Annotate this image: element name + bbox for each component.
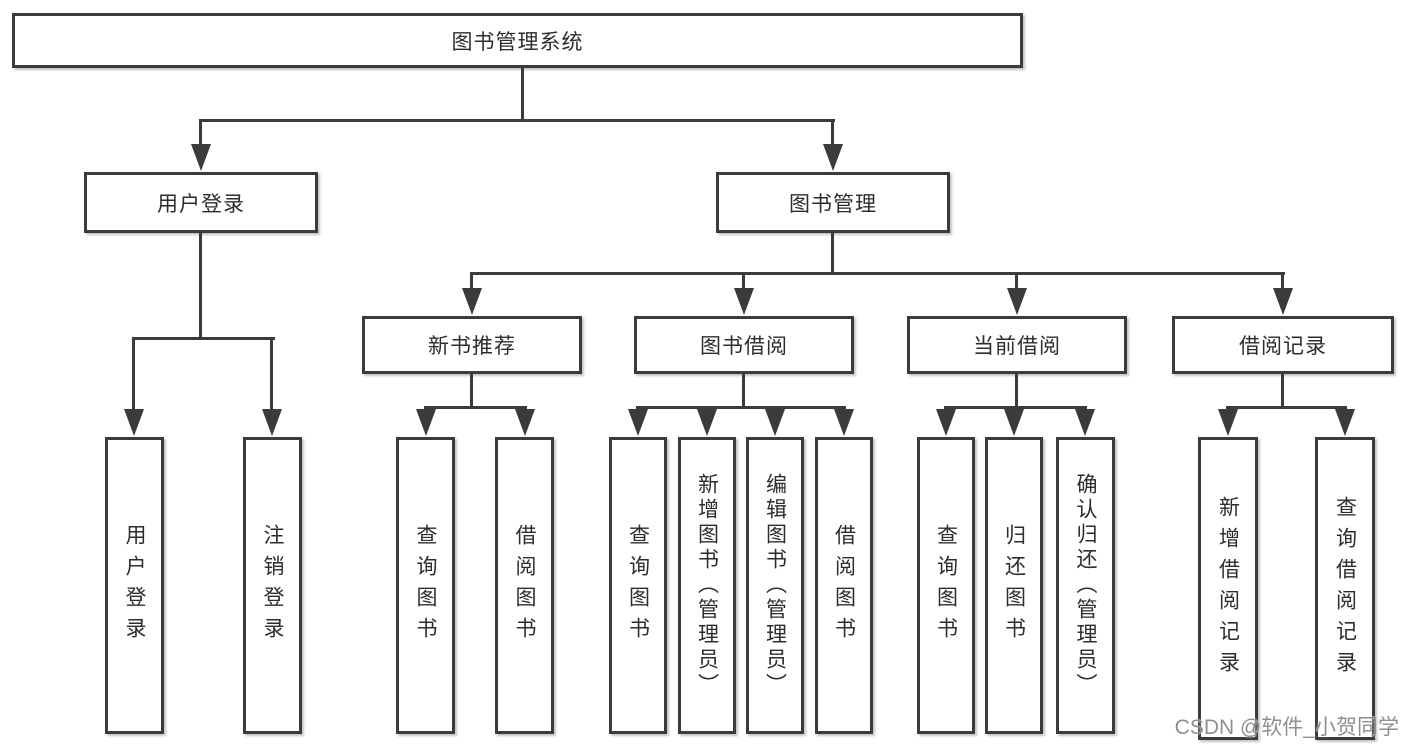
arrowhead-down-icon (462, 288, 482, 315)
arrowhead-down-icon (1004, 409, 1024, 436)
connector-vline (470, 374, 473, 407)
node-logout-leaf-label: 注销登录 (261, 523, 284, 648)
connector-vline (132, 337, 135, 412)
arrowhead-down-icon (936, 409, 956, 436)
connector-vline (1281, 272, 1284, 292)
node-login-leaf-label: 用户登录 (123, 523, 146, 648)
arrowhead-down-icon (416, 409, 436, 436)
node-current-confirm-return-label: 确认归还（管理员） (1074, 473, 1097, 698)
node-borrowing-add-books-box: 新增图书（管理员） (678, 437, 736, 734)
connector-hline (1226, 406, 1347, 409)
arrowhead-down-icon (823, 144, 843, 171)
node-book-management-label: 图书管理 (789, 192, 877, 216)
node-login-leaf-box: 用户登录 (105, 437, 164, 734)
arrowhead-down-icon (1007, 288, 1027, 315)
arrowhead-down-icon (834, 409, 854, 436)
connector-vline (742, 272, 745, 292)
node-borrowing-edit-books-box: 编辑图书（管理员） (746, 437, 804, 734)
node-borrowing-add-books-label: 新增图书（管理员） (695, 473, 719, 698)
node-current-return-books-box: 归还图书 (985, 437, 1043, 734)
arrowhead-down-icon (628, 409, 648, 436)
connector-vline (742, 374, 745, 407)
node-user-login-box: 用户登录 (84, 172, 318, 233)
connector-vline (1015, 374, 1018, 407)
arrowhead-down-icon (765, 409, 785, 436)
connector-vline (1281, 374, 1284, 407)
node-records-add-record-box: 新增借阅记录 (1198, 437, 1258, 740)
node-records-query-record-label: 查询借阅记录 (1333, 495, 1357, 682)
connector-hline (636, 406, 846, 409)
arrowhead-down-icon (515, 409, 535, 436)
node-recommend-borrow-books-label: 借阅图书 (513, 523, 536, 648)
node-new-book-recommend-box: 新书推荐 (362, 316, 582, 374)
arrowhead-down-icon (1335, 409, 1355, 436)
connector-vline (199, 119, 202, 150)
node-current-borrowing-label: 当前借阅 (973, 335, 1061, 358)
node-recommend-borrow-books-box: 借阅图书 (495, 437, 554, 734)
csdn-watermark: CSDN @软件_小贺同学 (1174, 716, 1399, 739)
connector-vline (270, 337, 273, 412)
node-recommend-query-books-label: 查询图书 (414, 523, 437, 648)
node-recommend-query-books-box: 查询图书 (396, 437, 455, 734)
node-borrowing-query-books-box: 查询图书 (609, 437, 667, 734)
node-current-borrowing-box: 当前借阅 (907, 316, 1127, 374)
node-borrowing-records-label: 借阅记录 (1239, 335, 1327, 358)
connector-vline (521, 68, 524, 121)
connector-hline (424, 406, 527, 409)
arrowhead-down-icon (1075, 409, 1095, 436)
node-borrowing-records-box: 借阅记录 (1172, 316, 1394, 374)
node-logout-leaf-box: 注销登录 (243, 437, 302, 734)
connector-vline (470, 272, 473, 292)
node-current-return-books-label: 归还图书 (1002, 523, 1026, 648)
node-new-book-recommend-label: 新书推荐 (428, 335, 516, 358)
node-current-query-books-box: 查询图书 (917, 437, 975, 734)
node-borrowing-query-books-label: 查询图书 (626, 523, 650, 648)
node-borrowing-borrow-books-box: 借阅图书 (815, 437, 873, 734)
node-records-add-record-label: 新增借阅记录 (1216, 495, 1240, 682)
node-records-query-record-box: 查询借阅记录 (1315, 437, 1375, 740)
connector-hline (944, 406, 1087, 409)
node-current-confirm-return-box: 确认归还（管理员） (1056, 437, 1115, 734)
arrowhead-down-icon (1273, 288, 1293, 315)
arrowhead-down-icon (697, 409, 717, 436)
node-book-borrowing-label: 图书借阅 (700, 335, 788, 358)
node-root-label: 图书管理系统 (451, 30, 584, 54)
connector-vline (199, 233, 202, 338)
node-root-box: 图书管理系统 (12, 13, 1023, 68)
node-borrowing-edit-books-label: 编辑图书（管理员） (763, 473, 787, 698)
connector-hline (199, 119, 835, 122)
node-book-management-box: 图书管理 (716, 172, 950, 233)
node-borrowing-borrow-books-label: 借阅图书 (832, 523, 856, 648)
connector-vline (831, 233, 834, 273)
node-current-query-books-label: 查询图书 (934, 523, 958, 648)
node-user-login-label: 用户登录 (157, 192, 245, 216)
connector-hline (470, 272, 1285, 275)
arrowhead-down-icon (262, 409, 282, 436)
connector-vline (831, 119, 834, 150)
connector-hline (132, 337, 275, 340)
node-book-borrowing-box: 图书借阅 (634, 316, 854, 374)
arrowhead-down-icon (734, 288, 754, 315)
arrowhead-down-icon (124, 409, 144, 436)
arrowhead-down-icon (1218, 409, 1238, 436)
connector-vline (1015, 272, 1018, 292)
arrowhead-down-icon (191, 144, 211, 171)
